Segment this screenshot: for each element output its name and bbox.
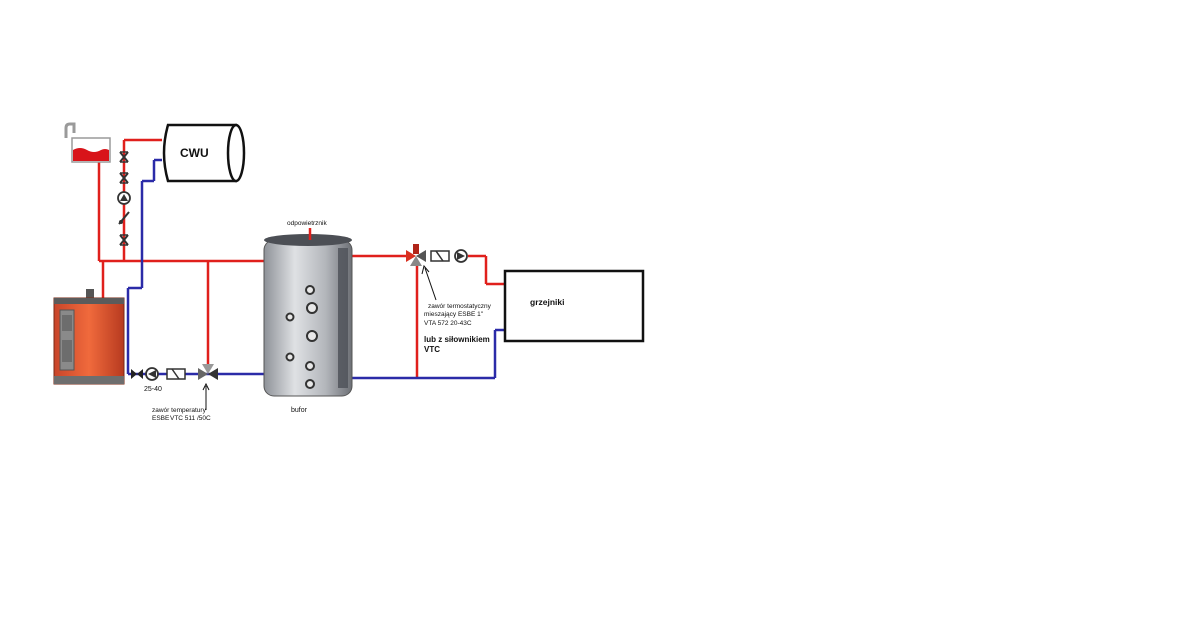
radiator-box[interactable]: grzejniki bbox=[503, 269, 645, 343]
bufor-label: bufor bbox=[291, 407, 308, 414]
three-way-mixing-valve-icon[interactable] bbox=[198, 364, 218, 380]
odpowietrznik-label: odpowietrznik bbox=[287, 220, 327, 227]
ball-valve-icon[interactable] bbox=[119, 234, 129, 246]
pump-icon[interactable] bbox=[145, 367, 159, 381]
pump-icon[interactable] bbox=[117, 191, 131, 205]
valve-right-label-3: VTA 572 20-43C bbox=[424, 320, 472, 327]
pump-icon[interactable] bbox=[454, 249, 468, 263]
three-way-mixing-valve-icon[interactable] bbox=[406, 244, 426, 266]
check-valve-icon[interactable] bbox=[430, 250, 450, 262]
ball-valve-icon[interactable] bbox=[131, 369, 143, 379]
check-valve-icon[interactable] bbox=[166, 368, 186, 380]
valve-right-alt-2: VTC bbox=[424, 345, 440, 354]
expansion-vessel-icon bbox=[64, 122, 111, 163]
supply-pipes bbox=[97, 138, 505, 378]
ball-valve-icon[interactable] bbox=[119, 151, 129, 163]
ball-valve-icon[interactable] bbox=[119, 172, 129, 184]
buffer-tank-icon[interactable] bbox=[263, 234, 353, 397]
valve-right-label-1: zawór termostatyczny bbox=[428, 303, 492, 310]
valve-left-arrow bbox=[202, 382, 210, 410]
cwu-tank[interactable]: CWU bbox=[162, 123, 246, 183]
valve-right-alt-1: lub z siłownikiem bbox=[424, 335, 490, 344]
check-valve-icon[interactable] bbox=[118, 211, 130, 225]
valve-left-label-1: zawór temperatury bbox=[152, 407, 207, 414]
valve-right-arrow bbox=[421, 264, 437, 301]
pump-size-label: 25-40 bbox=[144, 386, 162, 393]
valve-left-label-3: VTC 511 /50C bbox=[170, 415, 211, 422]
cwu-label: CWU bbox=[180, 146, 209, 160]
valve-right-label-2: mieszający ESBE 1" bbox=[424, 311, 484, 318]
boiler-icon[interactable] bbox=[53, 289, 125, 385]
valve-left-label-2: ESBE bbox=[152, 415, 170, 422]
grzejniki-label: grzejniki bbox=[530, 297, 564, 307]
